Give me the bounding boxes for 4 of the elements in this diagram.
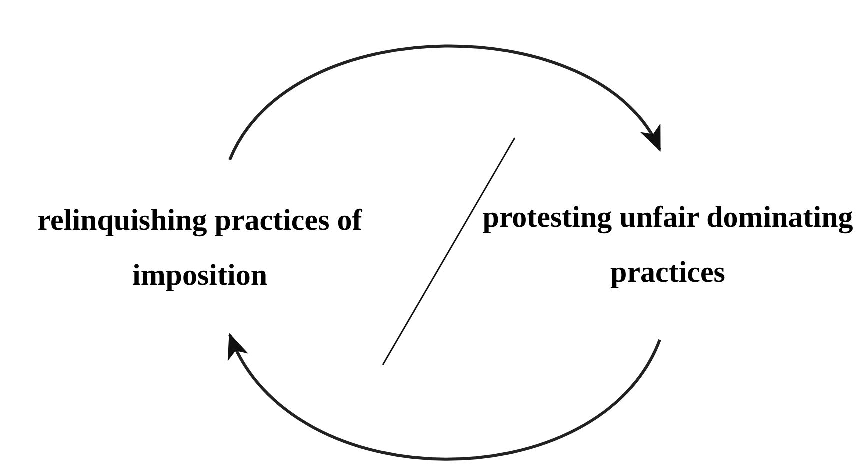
curved-arrow — [228, 44, 662, 161]
node-label: relinquishing practices of imposition — [36, 202, 364, 294]
curved-arrow — [228, 333, 662, 461]
node-label: protesting unfair dominating practices — [482, 200, 854, 291]
